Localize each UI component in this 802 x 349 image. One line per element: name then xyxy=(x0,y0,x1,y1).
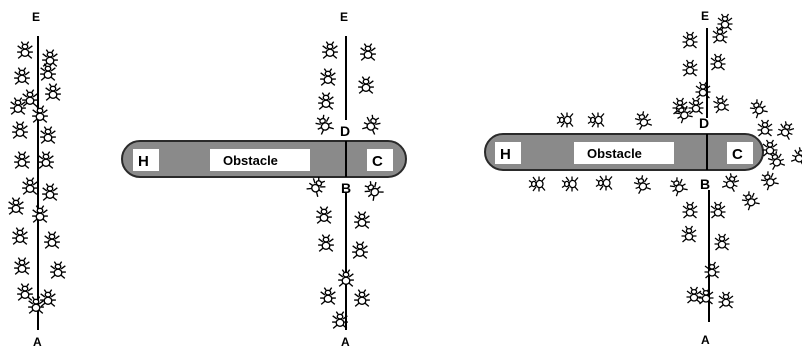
ant-icon xyxy=(687,97,705,115)
ant-icon xyxy=(312,112,336,136)
ant-icon xyxy=(680,225,698,243)
ant-icon xyxy=(717,291,735,309)
ant-icon xyxy=(775,119,797,141)
label-d: D xyxy=(699,115,709,131)
ant-icon xyxy=(738,188,762,212)
obstacle-label-box xyxy=(210,149,310,171)
ant-icon xyxy=(681,201,699,219)
ant-icon xyxy=(561,175,579,193)
ant-icon xyxy=(21,176,39,196)
label-b: B xyxy=(700,176,710,192)
label-b: B xyxy=(341,180,351,196)
label-a: A xyxy=(701,333,710,347)
ant-icon xyxy=(37,150,55,170)
ant-icon xyxy=(16,282,34,302)
ant-icon xyxy=(746,96,770,120)
ant-icon xyxy=(697,287,715,305)
ant-icon xyxy=(360,112,384,136)
obstacle-label-box xyxy=(574,142,674,164)
ant-icon xyxy=(44,82,62,102)
ant-icon xyxy=(317,91,335,111)
ant-icon xyxy=(16,40,34,60)
ant-icon xyxy=(43,230,61,250)
ant-icon xyxy=(556,111,574,129)
label-h: H xyxy=(138,153,149,170)
panel-3: H Obstacle C E D B A xyxy=(484,9,802,347)
ant-icon xyxy=(13,150,31,170)
ant-icon xyxy=(39,62,57,82)
label-c-box xyxy=(367,149,393,171)
ant-icon xyxy=(49,260,67,280)
ant-icon xyxy=(319,67,337,87)
label-d: D xyxy=(340,123,350,139)
label-c: C xyxy=(732,146,743,163)
ant-icon xyxy=(685,286,703,304)
ant-icon xyxy=(315,205,333,225)
ant-icon xyxy=(716,13,734,31)
panel-1: E A xyxy=(7,10,67,349)
label-h: H xyxy=(500,146,511,163)
ant-icon xyxy=(353,288,371,308)
ant-icon xyxy=(711,94,731,114)
ant-icon xyxy=(711,26,729,44)
ant-icon xyxy=(681,59,699,77)
ant-icon xyxy=(13,66,31,86)
ant-icon xyxy=(11,226,29,246)
ant-icon xyxy=(41,182,59,202)
ant-icon xyxy=(709,53,727,71)
ant-icon xyxy=(337,268,355,288)
panel-2: H Obstacle C E D B A xyxy=(121,10,407,349)
ant-icon xyxy=(756,119,774,137)
label-a: A xyxy=(341,335,350,349)
ant-icon xyxy=(632,109,654,131)
label-h-box xyxy=(495,142,521,164)
ant-icon xyxy=(694,81,712,99)
ant-icon xyxy=(353,210,371,230)
label-h-box xyxy=(133,149,159,171)
ant-icon xyxy=(305,173,329,199)
ant-icon xyxy=(31,204,49,224)
label-c: C xyxy=(372,153,383,170)
ant-icon xyxy=(321,40,339,60)
ant-icon xyxy=(528,175,546,193)
ant-icon xyxy=(595,174,613,192)
ant-icon xyxy=(31,104,49,124)
label-c-box xyxy=(727,142,753,164)
ant-icon xyxy=(351,240,369,260)
label-e: E xyxy=(32,10,40,24)
ant-icon xyxy=(319,286,337,306)
ant-icon xyxy=(11,120,29,140)
ant-icon xyxy=(39,125,57,145)
label-e: E xyxy=(701,9,709,23)
obstacle-label: Obstacle xyxy=(587,146,642,161)
ant-icon xyxy=(666,174,690,198)
ant-icon xyxy=(757,168,781,192)
ant-icon xyxy=(317,233,335,253)
ant-icon xyxy=(713,233,731,251)
ant-icon xyxy=(13,256,31,276)
ant-icon xyxy=(360,177,386,203)
ant-icon xyxy=(709,201,727,219)
ant-icon xyxy=(681,31,699,49)
ant-icon xyxy=(761,139,779,157)
ant-icon xyxy=(7,196,25,216)
label-e: E xyxy=(340,10,348,24)
ant-icon xyxy=(587,111,605,129)
ant-icon xyxy=(39,288,57,308)
ant-icon xyxy=(703,261,721,279)
ant-icon xyxy=(789,145,802,167)
ant-icon xyxy=(720,171,742,193)
ant-icon xyxy=(359,42,377,62)
ant-icon xyxy=(21,88,39,108)
obstacle-label: Obstacle xyxy=(223,153,278,168)
ant-icon xyxy=(357,75,375,95)
ant-icon xyxy=(631,173,653,195)
label-a: A xyxy=(33,335,42,349)
